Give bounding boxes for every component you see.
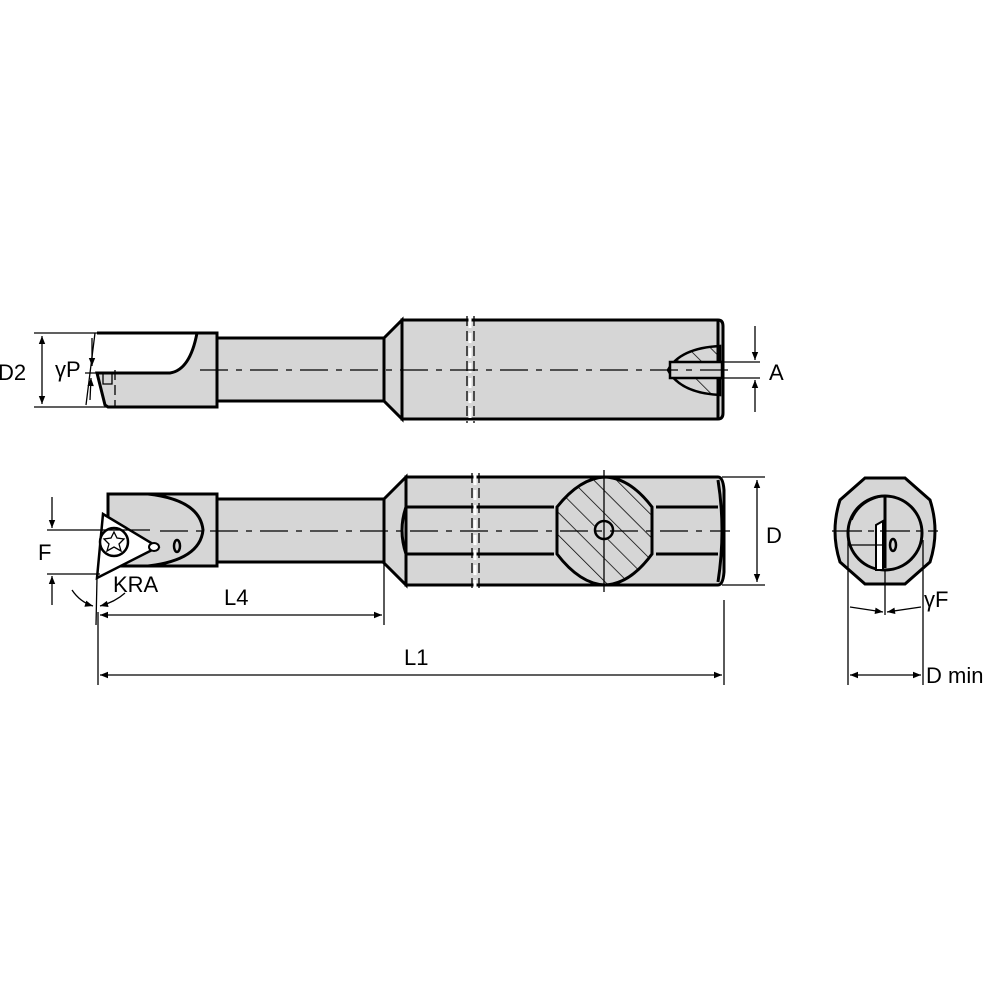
f-label: F [38,540,51,565]
end-view: γF D min [832,476,983,688]
gamma-f-label: γF [924,587,948,612]
d-min-label: D min [926,663,983,688]
l4-label: L4 [224,585,248,610]
d-label: D [766,523,782,548]
coolant-hole-head [172,538,182,554]
side-view: F KRA L4 L1 D [38,470,782,685]
a-label: A [769,360,784,385]
kra-label: KRA [113,572,159,597]
d2-label: D2 [0,360,26,385]
top-view: D2 γP A [0,316,784,423]
l1-label: L1 [404,645,428,670]
gamma-p-label: γP [55,357,81,382]
insert-edge-top [102,373,113,385]
